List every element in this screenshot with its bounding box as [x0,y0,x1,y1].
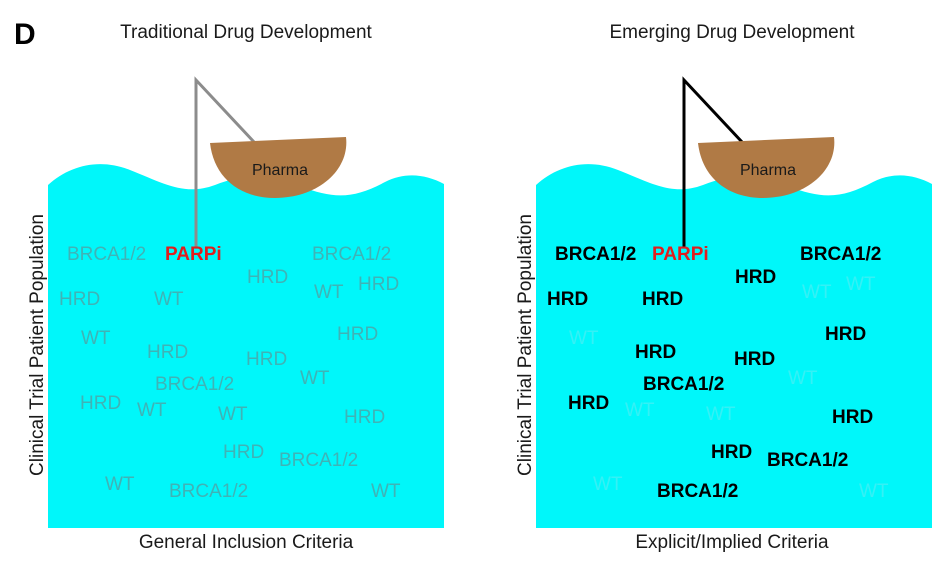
right-patient-label: BRCA1/2 [800,244,881,265]
left-patient-label: BRCA1/2 [67,244,146,265]
right-patient-label: HRD [635,342,676,363]
left-drug-label: PARPi [165,244,222,265]
left-patient-label: WT [81,328,111,349]
left-panel-title: Traditional Drug Development [120,22,372,43]
fishing-rod-icon [194,76,256,248]
right-patient-label: BRCA1/2 [643,374,724,395]
right-patient-label: HRD [735,267,776,288]
fishing-rod-icon [682,76,744,248]
right-water [536,164,932,528]
right-patient-label: WT [706,404,736,425]
boat-icon [210,137,347,198]
right-patient-label: HRD [825,324,866,345]
left-patient-label: HRD [344,407,385,428]
left-water [48,164,444,528]
left-patient-label: HRD [247,267,288,288]
left-patient-label: HRD [358,274,399,295]
right-panel: Emerging Drug Development Pharma PARPi B… [515,22,932,553]
left-patient-label: HRD [59,289,100,310]
right-patient-label: HRD [568,393,609,414]
right-y-axis-label: Clinical Trial Patient Population [515,214,536,476]
left-panel: Traditional Drug Development Pharma PARP… [27,22,444,553]
right-patient-label: BRCA1/2 [767,450,848,471]
right-x-axis-label: Explicit/Implied Criteria [635,532,829,553]
right-patient-label: WT [788,368,818,389]
left-patient-label: WT [300,368,330,389]
right-patient-label: HRD [734,349,775,370]
right-patient-label: WT [569,328,599,349]
right-patient-label: BRCA1/2 [657,481,738,502]
left-boat-label: Pharma [252,162,308,179]
left-patient-label: BRCA1/2 [312,244,391,265]
left-patient-label: BRCA1/2 [169,481,248,502]
right-patient-label: HRD [642,289,683,310]
left-patient-label: WT [105,474,135,495]
right-panel-title: Emerging Drug Development [609,22,855,43]
left-patient-label: WT [154,289,184,310]
left-patient-label: HRD [337,324,378,345]
right-patient-label: HRD [832,407,873,428]
boat-icon [698,137,835,198]
right-patient-label: BRCA1/2 [555,244,636,265]
left-patient-label: HRD [223,442,264,463]
left-patient-label: BRCA1/2 [155,374,234,395]
left-patient-label: BRCA1/2 [279,450,358,471]
left-patient-label: HRD [80,393,121,414]
left-x-axis-label: General Inclusion Criteria [139,532,354,553]
right-drug-label: PARPi [652,244,709,265]
left-patient-label: WT [218,404,248,425]
left-y-axis-label: Clinical Trial Patient Population [27,214,48,476]
left-patient-label: WT [137,400,167,421]
right-patient-label: HRD [547,289,588,310]
right-patient-label: WT [802,282,832,303]
right-patient-label: WT [625,400,655,421]
right-patient-label: HRD [711,442,752,463]
left-patient-label: WT [371,481,401,502]
panel-letter: D [14,18,36,51]
right-boat-label: Pharma [740,162,796,179]
right-patient-label: WT [846,274,876,295]
left-patient-label: HRD [246,349,287,370]
right-patient-label: WT [593,474,623,495]
right-patient-label: WT [859,481,889,502]
left-patient-label: HRD [147,342,188,363]
left-patient-label: WT [314,282,344,303]
